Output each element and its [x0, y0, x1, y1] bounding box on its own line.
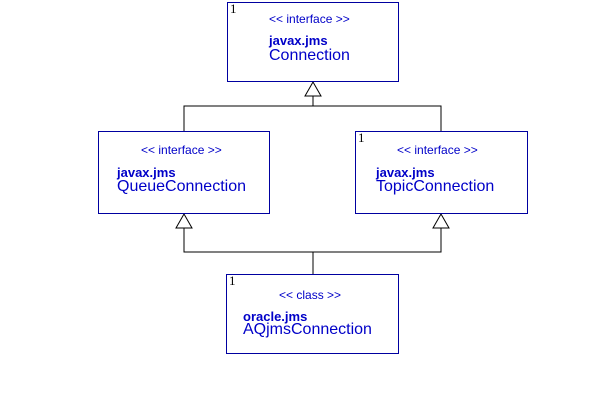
node-corner-marker: 1: [358, 130, 365, 145]
stereotype-label: << class >>: [279, 288, 342, 302]
class-box-queue-connection: << interface >> javax.jms QueueConnectio…: [98, 131, 270, 214]
class-name: TopicConnection: [376, 178, 495, 195]
package-label: javax.jms: [117, 165, 176, 180]
node-corner-marker: 1: [230, 1, 237, 16]
connector-aqjms-to-topic: [313, 228, 442, 253]
class-name: AQjmsConnection: [243, 321, 372, 338]
connector-queue-to-connection: [183, 96, 314, 131]
inheritance-arrow-connection: [304, 80, 322, 97]
connector-topic-to-connection: [313, 105, 442, 131]
class-box-topic-connection: 1 << interface >> javax.jms TopicConnect…: [355, 130, 528, 214]
node-corner-marker: 1: [229, 273, 236, 288]
package-label: oracle.jms: [243, 309, 308, 324]
inheritance-arrow-topic: [432, 212, 450, 229]
class-box-connection: 1 << interface >> javax.jms Connection: [227, 1, 399, 82]
class-name: QueueConnection: [117, 178, 246, 195]
connector-aqjms-to-queue: [183, 228, 314, 274]
package-label: javax.jms: [376, 165, 435, 180]
stereotype-label: << interface >>: [397, 143, 478, 157]
package-label: javax.jms: [269, 33, 328, 48]
stereotype-label: << interface >>: [269, 12, 350, 26]
stereotype-label: << interface >>: [141, 143, 222, 157]
inheritance-arrow-queue: [175, 212, 193, 229]
class-box-aqjms-connection: 1 << class >> oracle.jms AQjmsConnection: [226, 273, 399, 354]
class-name: Connection: [269, 47, 350, 64]
